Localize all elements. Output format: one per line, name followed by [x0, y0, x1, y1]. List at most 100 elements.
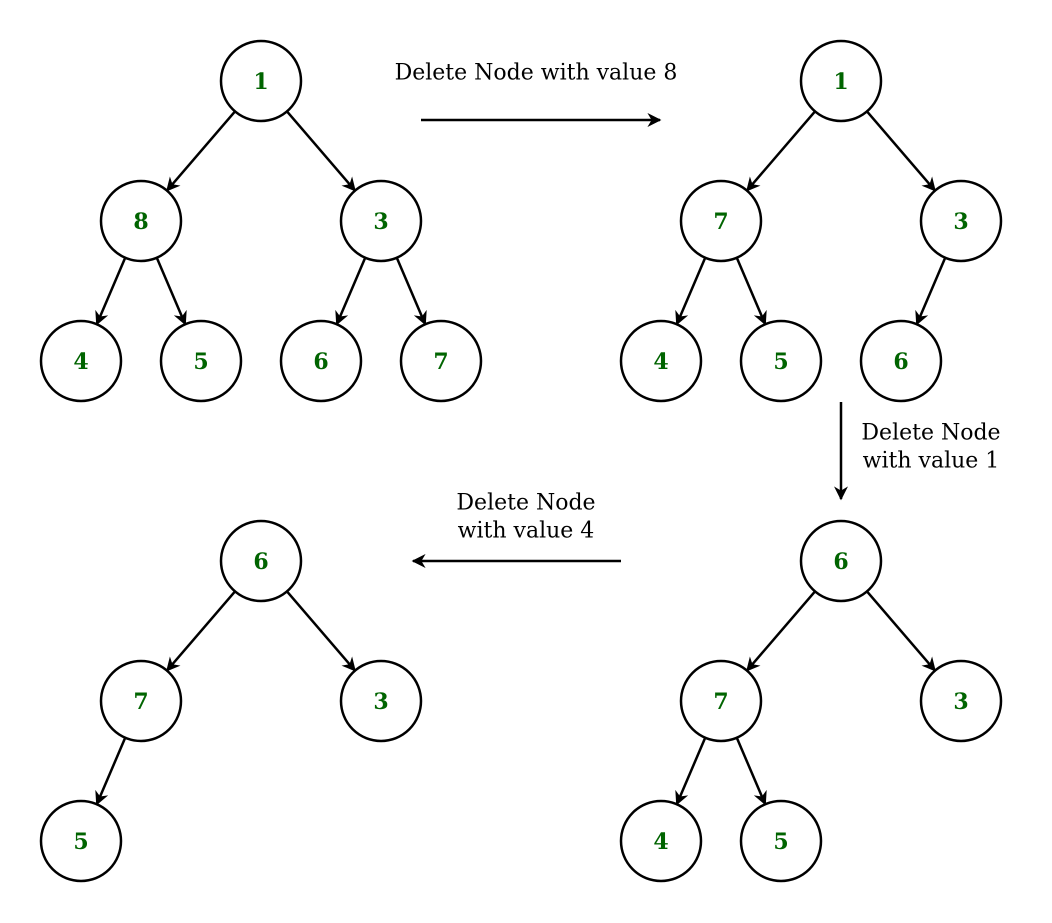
tree-edge	[95, 737, 127, 806]
node-circle	[219, 519, 303, 603]
node-value: 8	[133, 209, 148, 235]
tree-node: 6	[219, 519, 303, 603]
tree-node: 3	[919, 659, 1003, 743]
node-circle	[39, 319, 123, 403]
tree-edge	[335, 257, 367, 326]
tree-node: 3	[919, 179, 1003, 263]
steps-layer: Delete Node with value 8 Delete Node with …	[395, 61, 1001, 568]
node-value: 5	[773, 829, 788, 855]
node-value: 6	[313, 349, 328, 375]
tree-node: 1	[799, 39, 883, 123]
tree-initial: 1 8 3 4 5 6 7	[39, 39, 483, 403]
tree-edge	[166, 590, 236, 672]
node-value: 4	[653, 349, 668, 375]
step-caption-line: with value 1	[863, 449, 1000, 474]
node-value: 5	[73, 829, 88, 855]
tree-node: 8	[99, 179, 183, 263]
node-value: 6	[833, 549, 848, 575]
node-circle	[159, 319, 243, 403]
node-circle	[339, 659, 423, 743]
node-circle	[679, 179, 763, 263]
tree-node: 5	[39, 799, 123, 883]
tree-node: 7	[399, 319, 483, 403]
tree-node: 4	[39, 319, 123, 403]
tree-edge	[746, 590, 816, 672]
node-value: 4	[73, 349, 88, 375]
node-circle	[919, 179, 1003, 263]
tree-node: 5	[739, 799, 823, 883]
node-circle	[399, 319, 483, 403]
node-circle	[99, 179, 183, 263]
tree-node: 3	[339, 659, 423, 743]
tree-edge	[286, 590, 356, 672]
tree-edge	[286, 110, 356, 192]
node-value: 5	[193, 349, 208, 375]
node-circle	[619, 319, 703, 403]
tree-after-delete-4: 6 7 3 5	[39, 519, 423, 883]
tree-node: 4	[619, 799, 703, 883]
tree-node: 6	[799, 519, 883, 603]
node-value: 7	[433, 349, 448, 375]
step-delete-4: Delete Node with value 4	[411, 491, 621, 568]
node-circle	[799, 39, 883, 123]
node-circle	[339, 179, 423, 263]
node-circle	[39, 799, 123, 883]
node-value: 3	[373, 689, 388, 715]
tree-node: 5	[159, 319, 243, 403]
node-circle	[99, 659, 183, 743]
node-circle	[919, 659, 1003, 743]
tree-edge	[866, 110, 936, 192]
tree-after-delete-1: 6 7 3 4 5	[619, 519, 1003, 883]
tree-edge	[95, 257, 127, 326]
tree-edge	[675, 257, 707, 326]
step-delete-1: Delete Node with value 1	[834, 402, 1001, 501]
tree-edge	[735, 737, 767, 806]
nodes-layer: 1 8 3 4 5 6 7 1 7 3 4 5 6 6 7 3 4 5 6 7 3 5	[39, 39, 1003, 883]
node-value: 7	[713, 689, 728, 715]
tree-edge	[915, 257, 947, 326]
node-value: 3	[953, 689, 968, 715]
step-caption-line: with value 4	[458, 519, 595, 544]
node-circle	[279, 319, 363, 403]
node-value: 3	[373, 209, 388, 235]
node-value: 6	[253, 549, 268, 575]
node-circle	[679, 659, 763, 743]
tree-edge	[166, 110, 236, 192]
node-circle	[619, 799, 703, 883]
tree-node: 7	[679, 659, 763, 743]
tree-node: 5	[739, 319, 823, 403]
tree-node: 6	[279, 319, 363, 403]
node-circle	[799, 519, 883, 603]
node-value: 6	[893, 349, 908, 375]
node-value: 1	[833, 69, 848, 95]
tree-edge	[866, 590, 936, 672]
tree-after-delete-8: 1 7 3 4 5 6	[619, 39, 1003, 403]
tree-edge	[735, 257, 767, 326]
node-circle	[859, 319, 943, 403]
node-value: 4	[653, 829, 668, 855]
tree-node: 4	[619, 319, 703, 403]
tree-edge	[395, 257, 427, 326]
step-caption-line: Delete Node with value 8	[395, 61, 678, 86]
node-circle	[739, 319, 823, 403]
tree-edge	[155, 257, 187, 326]
tree-node: 7	[679, 179, 763, 263]
tree-edge	[675, 737, 707, 806]
step-delete-8: Delete Node with value 8	[395, 61, 678, 127]
tree-node: 3	[339, 179, 423, 263]
node-value: 1	[253, 69, 268, 95]
node-value: 3	[953, 209, 968, 235]
tree-node: 6	[859, 319, 943, 403]
edges-layer	[95, 110, 947, 806]
step-caption-line: Delete Node	[861, 421, 1000, 446]
node-value: 5	[773, 349, 788, 375]
node-circle	[219, 39, 303, 123]
node-value: 7	[713, 209, 728, 235]
node-circle	[739, 799, 823, 883]
step-caption-line: Delete Node	[456, 491, 595, 516]
tree-edge	[746, 110, 816, 192]
tree-node: 7	[99, 659, 183, 743]
tree-node: 1	[219, 39, 303, 123]
node-value: 7	[133, 689, 148, 715]
